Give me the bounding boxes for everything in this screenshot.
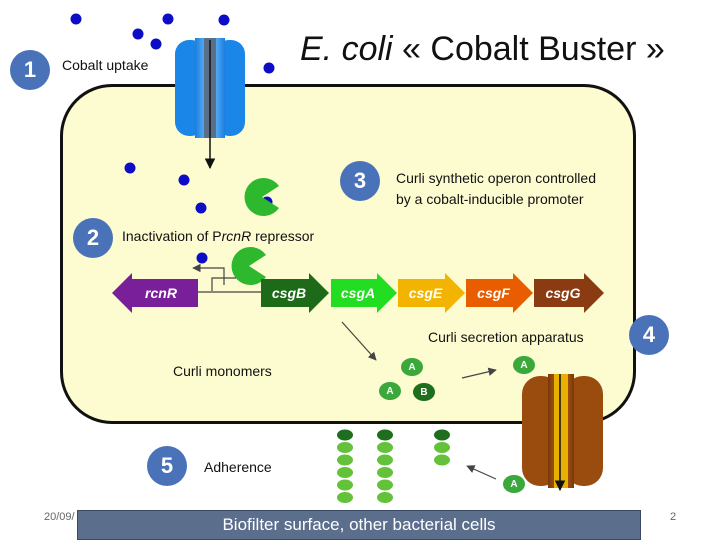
cobalt-ions [70,13,275,264]
gene-label-csgB: csgB [272,285,306,301]
page-number: 2 [670,511,677,523]
biofilter-surface: Biofilter surface, other bacterial cells [77,510,641,540]
step-3-label-line1: Curli synthetic operon controlled [396,170,596,186]
step-5-label: Adherence [204,459,272,475]
bacterial-cell [60,84,636,424]
secretion-arrow-2 [461,367,497,379]
curli-monomers-label: Curli monomers [173,363,272,379]
gene-label-rcnR: rcnR [145,285,178,301]
page-title: E. coli « Cobalt Buster » [300,30,665,68]
fiber-subunit [434,454,450,466]
curli-monomer-a: A [513,356,535,374]
secretion-arrow-1 [341,321,377,361]
gene-arrow-csgA [331,273,397,313]
gene-arrow-rcnR [112,273,198,313]
step-4-badge: 4 [629,315,669,355]
gene-label-csgG: csgG [545,285,580,301]
fiber-subunit [337,479,353,491]
step-3-label-line2: by a cobalt-inducible promoter [396,191,584,207]
curli-monomer-b: B [413,383,435,401]
step-2-label: Inactivation of PrcnR repressor [122,228,315,244]
operon: rcnR csgB csgA csgE csgF csgG [112,273,604,313]
fiber-subunit [337,442,353,453]
fiber-subunit [337,429,353,441]
step-3-badge: 3 [340,161,380,201]
fiber-subunit [434,442,450,453]
gene-label-csgA: csgA [341,285,375,301]
fiber-subunit [337,492,353,503]
fiber-subunit [377,492,393,503]
fiber-subunit [377,467,393,478]
fiber-subunit [377,429,393,441]
step-2-badge: 2 [73,218,113,258]
footer-date: 20/09/ [44,511,75,523]
step-1-label: Cobalt uptake [62,57,149,73]
step-5-badge: 5 [147,446,187,486]
gene-arrow-csgF [466,273,533,313]
fiber-subunit [377,454,393,466]
gene-label-csgE: csgE [409,285,443,301]
fiber-subunit [377,442,393,453]
fiber-subunit [337,454,353,466]
step-1-badge: 1 [10,50,50,90]
gene-arrow-csgE [398,273,465,313]
curli-monomer-a: A [379,382,401,400]
gene-arrow-csgG [534,273,604,313]
curli-fibers [337,429,450,503]
fiber-subunit [377,479,393,491]
promoter-symbol [192,263,263,293]
curli-monomer-a: A [401,358,423,376]
repressor-protein [244,178,279,217]
step-4-label: Curli secretion apparatus [428,329,584,345]
fiber-subunit [434,429,450,441]
gene-label-csgF: csgF [477,285,510,301]
cobalt-channel [175,38,245,170]
gene-arrow-csgB [261,273,329,313]
fiber-subunit [337,467,353,478]
repressor-protein-bound [231,247,266,285]
secretion-apparatus [522,374,603,492]
curli-monomer-a: A [503,475,525,493]
secretion-arrow-3 [466,465,497,480]
